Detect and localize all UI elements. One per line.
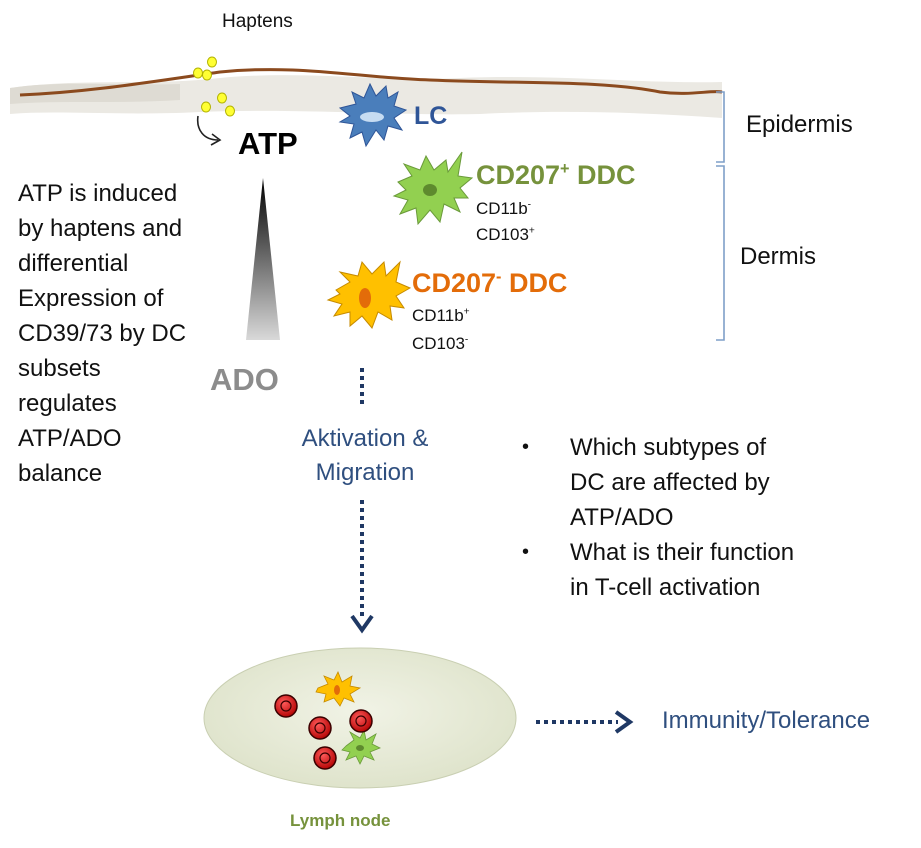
t-cell-icons: [274, 694, 373, 770]
question-item: What is their function in T-cell activat…: [522, 535, 800, 605]
hapten-to-atp-arrow: [196, 115, 219, 141]
lymph-node-label: Lymph node: [290, 811, 391, 830]
skin-surface-line: [19, 68, 723, 97]
lc-cell-icon: [338, 82, 408, 148]
left-line: regulates: [18, 390, 117, 417]
left-line: ATP is induced: [18, 180, 178, 207]
cd207-negative-suffix: DDC: [501, 268, 568, 298]
outcome-label: Immunity/Tolerance: [662, 707, 871, 734]
cd207-positive-suffix: DDC: [569, 160, 636, 190]
question-item: Which subtypes of DC are affected by ATP…: [522, 430, 800, 535]
t-cell-icon: [308, 716, 332, 740]
epidermis-label: Epidermis: [746, 111, 853, 138]
cd207-negative-ddc-cell-icon: [326, 260, 412, 329]
cd207-positive-ddc-title: CD207+ DDC: [476, 160, 636, 191]
outcome-arrowhead: [614, 710, 634, 734]
cd207-positive-name: CD207: [476, 160, 561, 190]
left-line: by haptens and: [18, 215, 183, 242]
ado-label: ADO: [210, 362, 279, 397]
dermis-bracket: [716, 165, 725, 341]
left-line: ATP/ADO: [18, 425, 122, 452]
cd207-negative-sup: -: [496, 268, 502, 286]
activation-label: Aktivation & Migration: [301, 425, 429, 486]
cd207-positive-ddc-cell-icon: [392, 151, 474, 226]
migration-arrowhead: [350, 614, 374, 634]
t-cell-icon: [313, 746, 337, 770]
left-line: differential: [18, 250, 129, 277]
lc-label: LC: [414, 102, 448, 130]
epidermis-bracket: [716, 91, 725, 163]
left-line: subsets: [18, 355, 101, 382]
left-line: Expression of: [18, 285, 164, 312]
question-list: Which subtypes of DC are affected by ATP…: [522, 430, 800, 605]
cd207-positive-marker-2: CD103+: [476, 225, 535, 244]
left-explanation: ATP is induced by haptens and differenti…: [18, 176, 186, 491]
cd207-negative-marker-1: CD11b+: [412, 306, 470, 325]
cd207-negative-name: CD207: [412, 268, 497, 298]
left-line: balance: [18, 460, 103, 487]
dermis-label: Dermis: [740, 243, 816, 270]
left-line: CD39/73 by DC: [18, 320, 187, 347]
atp-label: ATP: [238, 126, 298, 161]
atp-ado-gradient: [246, 178, 280, 340]
t-cell-icon: [349, 709, 373, 733]
cd207-negative-ddc-title: CD207- DDC: [412, 268, 567, 299]
lymph-green-dc-icon: [341, 728, 381, 765]
lymph-orange-dc-icon: [315, 671, 362, 707]
cd207-positive-marker-1: CD11b-: [476, 199, 532, 218]
cd207-positive-sup: +: [560, 160, 570, 178]
haptens-label: Haptens: [222, 11, 293, 32]
t-cell-icon: [274, 694, 298, 718]
cd207-negative-marker-2: CD103-: [412, 334, 469, 353]
hapten-dots: [193, 56, 235, 117]
